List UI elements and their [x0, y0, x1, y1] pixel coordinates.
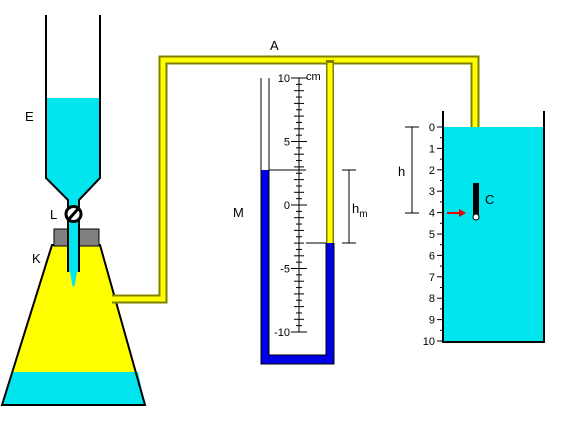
vessel-tick-label: 8: [429, 293, 435, 305]
vessel-tick-label: 9: [429, 315, 435, 327]
vessel-water: [443, 127, 544, 342]
vessel-tick-label: 10: [423, 336, 435, 348]
vessel-tick-label: 7: [429, 272, 435, 284]
manometer-m: 10 5 0 -5 -10 cm: [260, 71, 335, 365]
funnel-outline-right: [78, 15, 101, 272]
hm-bracket: [342, 169, 356, 244]
gas-tube-outline: [112, 55, 480, 304]
h-bracket: [405, 126, 419, 214]
water-vessel: 0 1 2 3 4 5 6 7 8 9 10: [423, 111, 545, 348]
vessel-tick-label: 5: [429, 229, 435, 241]
label-m: M: [233, 205, 244, 220]
label-hm-sub: m: [359, 209, 367, 220]
label-e: E: [25, 109, 34, 124]
funnel-e: [45, 15, 101, 287]
manometer-inner-outline: [268, 78, 327, 356]
funnel-stem-water: [69, 200, 78, 272]
vessel-scale: 0 1 2 3 4 5 6 7 8 9 10: [423, 122, 443, 348]
vessel-tick-label: 0: [429, 122, 435, 134]
funnel-water: [46, 98, 100, 200]
vessel-tick-label: 6: [429, 250, 435, 262]
manometer-scale: 10 5 0 -5 -10: [274, 73, 307, 339]
stopcock-l[interactable]: [64, 205, 83, 223]
flask-water-fill: [2, 372, 145, 405]
label-k: K: [32, 251, 41, 266]
label-hm: hm: [352, 201, 368, 220]
manometer-tick-label: -5: [280, 264, 290, 276]
tube-end-water-column: [473, 183, 479, 216]
label-hm-main: h: [352, 201, 359, 216]
manometer-tick-label: 0: [284, 200, 290, 212]
manometer-tick-label: 5: [284, 137, 290, 149]
gas-bubble: [472, 213, 480, 221]
manometer-mercury: [261, 170, 334, 364]
funnel-outline: [45, 15, 69, 272]
label-h: h: [398, 164, 405, 179]
vessel-tick-label: 4: [429, 208, 435, 220]
manometer-unit-label: cm: [306, 71, 321, 83]
vessel-outline: [442, 111, 545, 343]
label-l: L: [50, 207, 57, 222]
tube-end-c: [472, 183, 480, 221]
flask-gas-fill: [2, 245, 145, 405]
vessel-tick-label: 3: [429, 186, 435, 198]
manometer-outline: [260, 78, 335, 365]
label-a: A: [270, 38, 279, 53]
vessel-tick-label: 1: [429, 143, 435, 155]
stopcock-l-handle: [67, 207, 80, 221]
gas-tube: [112, 55, 480, 304]
funnel-drop: [70, 272, 77, 287]
level-arrow-icon: [447, 209, 466, 217]
manometer-tick-label: 10: [278, 73, 290, 85]
manometer-tick-label: -10: [274, 327, 290, 339]
gas-tube-fill: [112, 57, 478, 302]
vessel-tick-label: 2: [429, 165, 435, 177]
label-c: C: [485, 192, 494, 207]
